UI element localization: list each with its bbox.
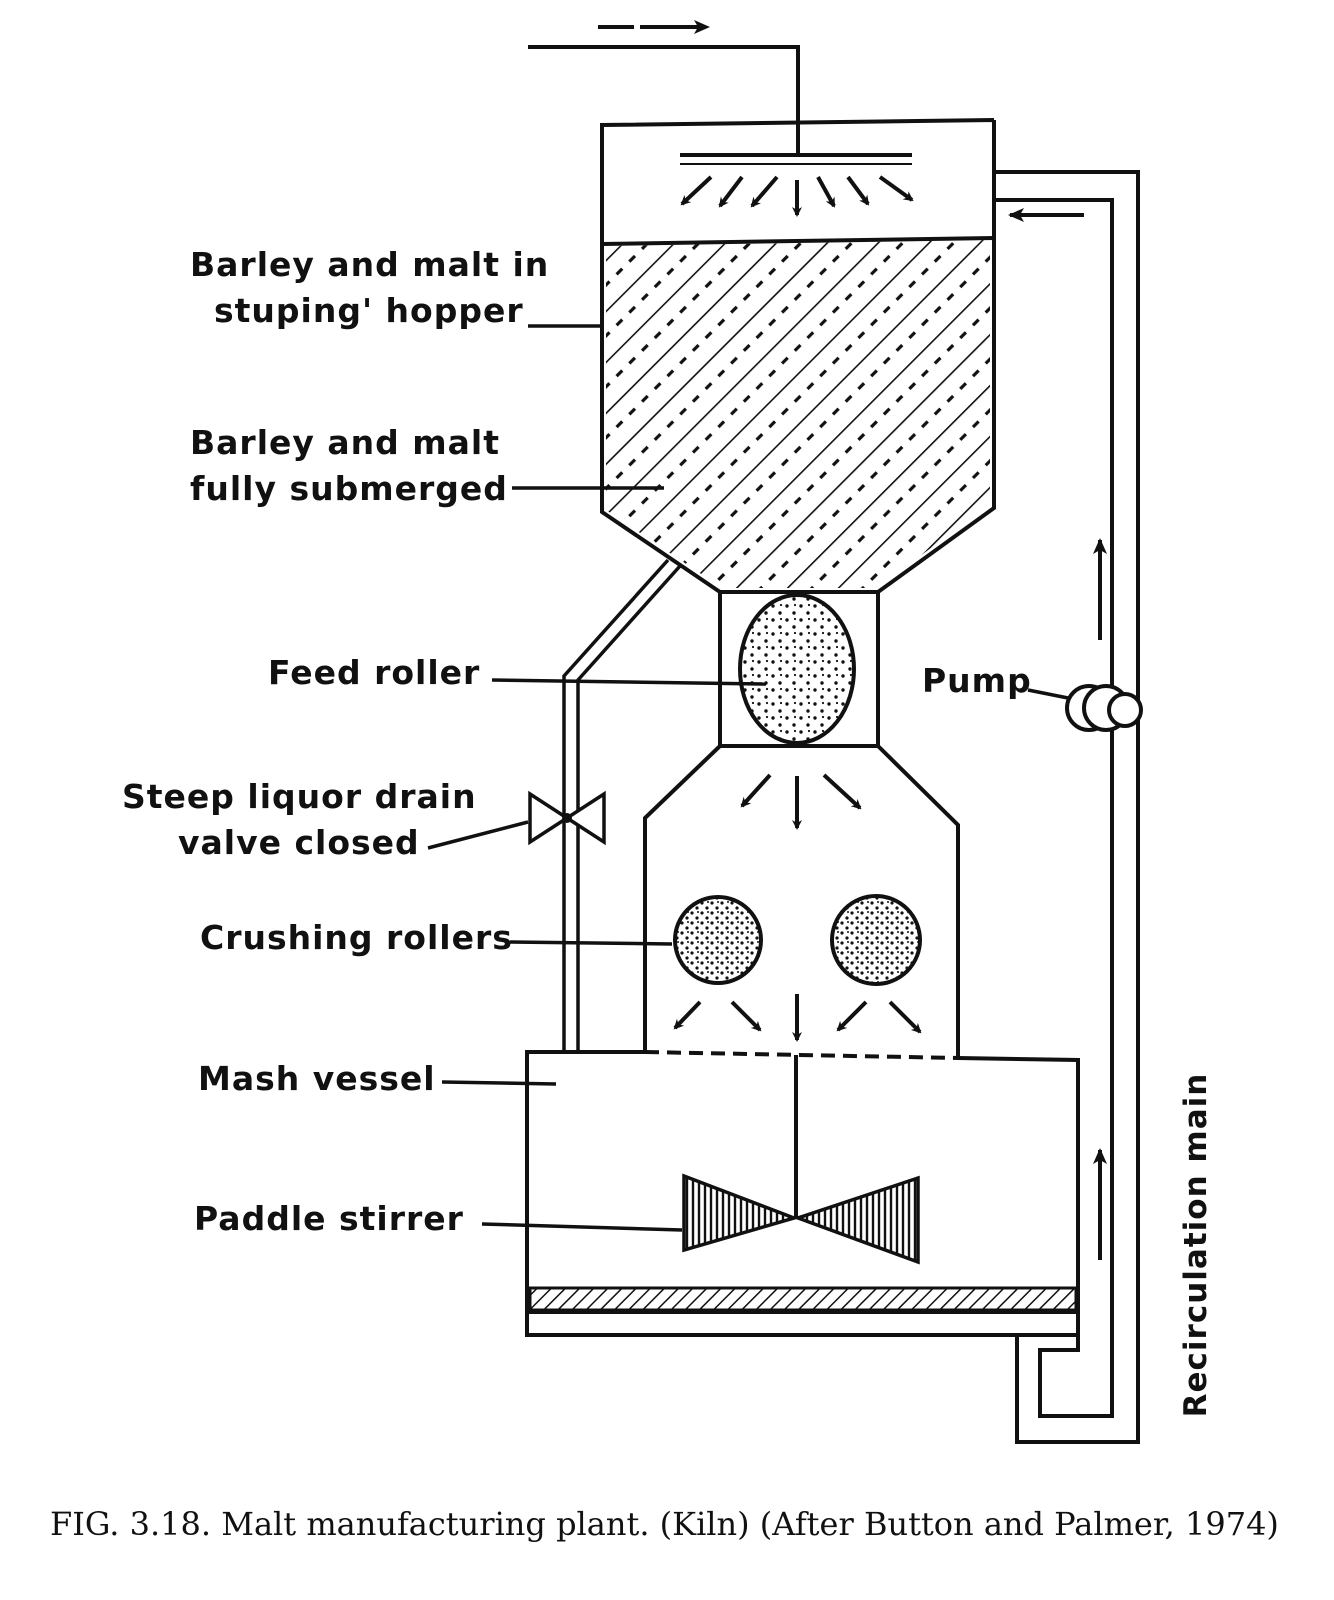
- pump-icon: [1065, 684, 1143, 732]
- drain-pipe: [562, 558, 682, 1050]
- feed-roller: [738, 593, 856, 745]
- label-drain-line2: valve closed: [178, 822, 420, 862]
- label-submerged-line2: fully submerged: [190, 468, 508, 508]
- recirculation-main-inner: [994, 198, 1114, 1418]
- crushing-chamber: [643, 744, 960, 1058]
- recirculation-arrows: [1008, 208, 1107, 1260]
- label-feed-roller: Feed roller: [268, 653, 481, 692]
- paddle-blade-left: [682, 1173, 800, 1253]
- label-pump: Pump: [922, 661, 1032, 700]
- grain-bed-hatch: [606, 240, 990, 588]
- label-submerged-line1: Barley and malt: [190, 423, 501, 462]
- label-recirculation-main: Recirculation main: [1178, 1072, 1214, 1418]
- recirculation-main-outer: [992, 120, 1140, 1444]
- label-mash-vessel: Mash vessel: [198, 1059, 436, 1098]
- label-hopper-line2: stuping' hopper: [214, 290, 524, 330]
- feed-flow-arrows: [740, 773, 862, 830]
- label-hopper-line1: Barley and malt in: [190, 245, 550, 284]
- crushing-roller-right: [830, 894, 922, 986]
- label-crushing-rollers: Crushing rollers: [200, 918, 513, 957]
- label-hopper: Barley and malt in stuping' hopper: [190, 242, 549, 333]
- spray-arrows: [680, 175, 914, 217]
- vessel-base-hatch: [528, 1286, 1078, 1312]
- paddle-blade-right: [792, 1175, 920, 1265]
- figure-caption: FIG. 3.18. Malt manufacturing plant. (Ki…: [50, 1505, 1279, 1543]
- label-drain-line1: Steep liquor drain: [122, 777, 477, 816]
- leader-lines: [427, 324, 1069, 1232]
- crushing-roller-left: [673, 895, 763, 985]
- label-paddle-stirrer: Paddle stirrer: [194, 1199, 464, 1238]
- feed-roller-housing: [718, 590, 880, 748]
- crush-flow-arrows: [673, 994, 922, 1042]
- label-submerged: Barley and malt fully submerged: [190, 420, 508, 511]
- mesh-screen: [644, 1050, 959, 1060]
- label-drain-valve: Steep liquor drain valve closed: [122, 774, 477, 865]
- inlet-pipe: [528, 45, 800, 156]
- mash-vessel-outline: [525, 1050, 1080, 1337]
